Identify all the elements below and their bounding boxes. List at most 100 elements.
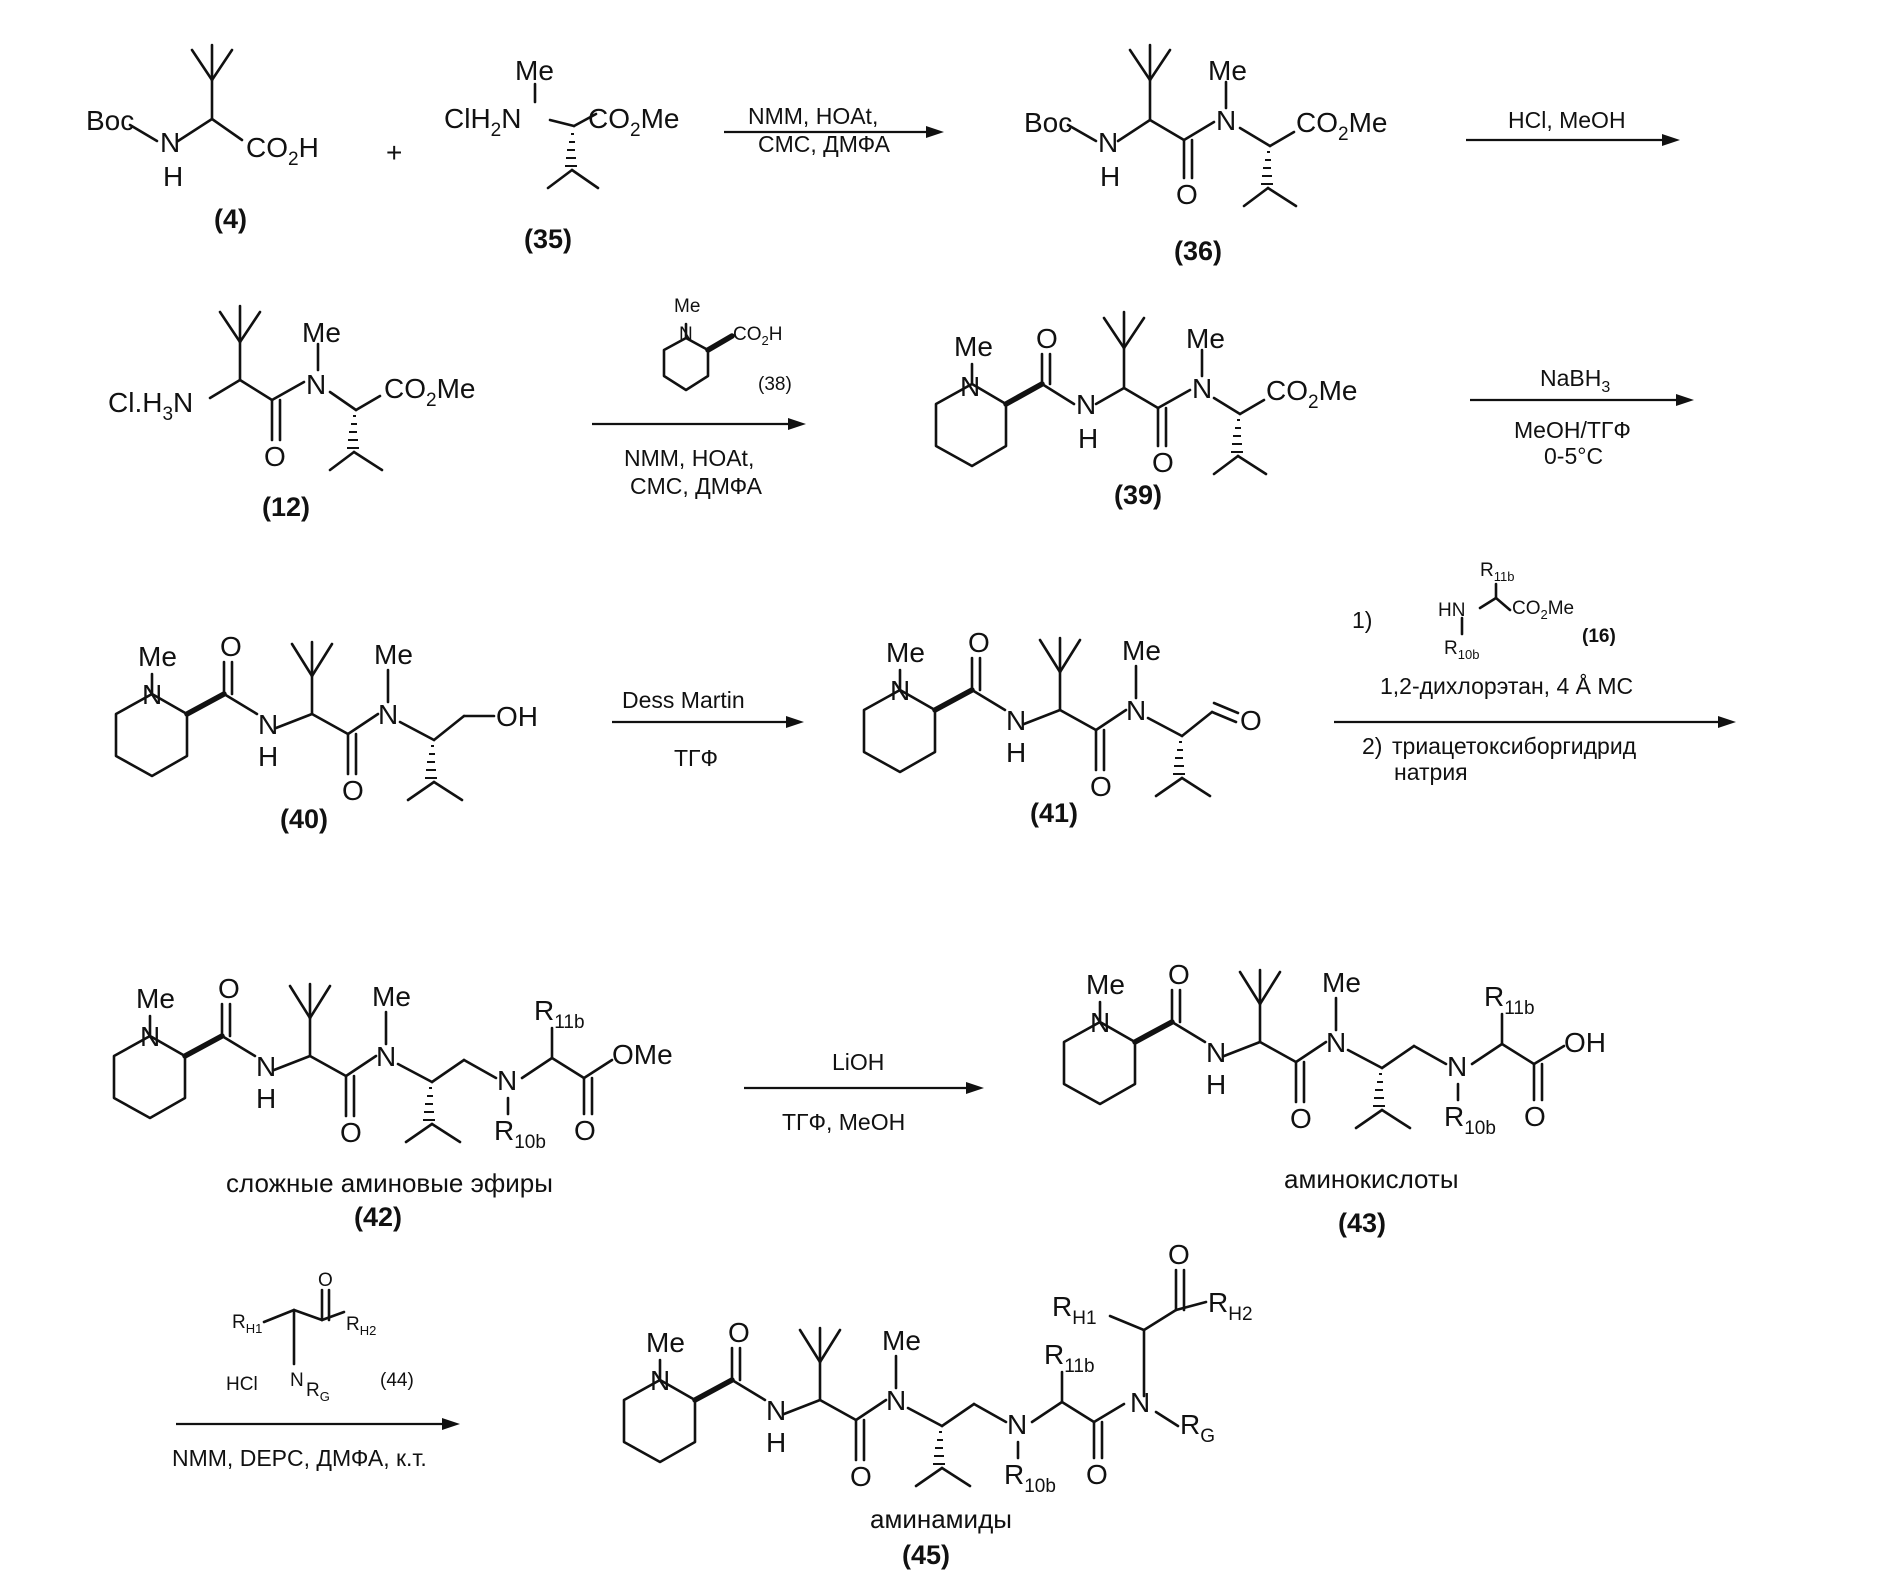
- boc-group: Boc: [1024, 107, 1072, 138]
- step-number-1: 1): [1352, 607, 1372, 633]
- amine-nitrogen: N: [497, 1065, 517, 1096]
- compound-label-38: (38): [758, 374, 792, 395]
- n-methyl: Me: [1208, 55, 1247, 86]
- n-methyl-2: Me: [1186, 323, 1225, 354]
- r11b-group: R11b: [534, 995, 585, 1033]
- compound-caption-43: аминокислоты: [1284, 1164, 1459, 1194]
- compound-39: Me N O N H O Me N CO2Me (39): [936, 312, 1357, 510]
- compound-label-41: (41): [1030, 798, 1078, 828]
- compound-caption-45: аминамиды: [870, 1504, 1012, 1534]
- n-methyl: Me: [302, 317, 341, 348]
- r10b-group: R10b: [494, 1115, 546, 1153]
- ome-group: OMe: [612, 1039, 673, 1070]
- reaction-arrow-1: NMM, HOAt, CMC, ДМФА: [724, 103, 944, 157]
- compound-label-16: (16): [1582, 626, 1616, 647]
- amine-nitrogen: N: [290, 1370, 304, 1391]
- compound-43: N R11b R10b O OH аминокислоты (43): [1064, 959, 1606, 1238]
- compound-35: Me ClH2N CO2Me (35): [444, 55, 679, 254]
- compound-38: Me N CO2H (38): [664, 296, 792, 395]
- hydroxyl-group: OH: [496, 701, 538, 732]
- r10b-group: R10b: [1444, 1101, 1496, 1139]
- nh-hydrogen: H: [1078, 423, 1098, 454]
- step-number-2: 2): [1362, 733, 1382, 759]
- amide-nitrogen: N: [1130, 1387, 1150, 1418]
- rh1-group: RH1: [1052, 1291, 1097, 1329]
- conditions-above: HCl, MeOH: [1508, 107, 1626, 133]
- acid-oxygen: O: [1524, 1101, 1546, 1132]
- conditions-line-1: 1,2-дихлорэтан, 4 Å МС: [1380, 672, 1633, 699]
- ketone-oxygen: O: [1168, 1239, 1190, 1270]
- conditions-line-2b: натрия: [1394, 759, 1468, 785]
- n-methyl: Me: [674, 296, 700, 317]
- amide-oxygen: O: [264, 441, 286, 472]
- r11b-group: R11b: [1484, 981, 1535, 1019]
- n-methyl: Me: [515, 55, 554, 86]
- amide-oxygen: O: [1086, 1459, 1108, 1490]
- conditions-below: NMM, DEPC, ДМФА, к.т.: [172, 1445, 427, 1471]
- compound-44: RH1 O RH2 HCl N RG (44): [226, 1270, 414, 1404]
- compound-4: Boc N H CO2H (4): [86, 45, 319, 234]
- ring-nitrogen: N: [960, 371, 980, 402]
- hn-group: HN: [1438, 600, 1465, 621]
- conditions-below-1: MeOH/ТГФ: [1514, 417, 1631, 443]
- amide-nitrogen: N: [1216, 105, 1236, 136]
- r10b-group: R10b: [1444, 638, 1479, 662]
- conditions-line1: NMM, HOAt,: [624, 445, 754, 471]
- conditions-line2: CMC, ДМФА: [630, 473, 763, 499]
- rh2-group: RH2: [1208, 1287, 1253, 1325]
- conditions-below-2: 0-5°C: [1544, 443, 1603, 469]
- ring-nitrogen: N: [679, 324, 693, 345]
- reaction-arrow-5: Dess Martin ТГФ: [612, 687, 804, 771]
- compound-label-35: (35): [524, 224, 572, 254]
- conditions-line-2a: триацетоксиборгидрид: [1392, 733, 1637, 759]
- nh-hydrogen: H: [163, 161, 183, 192]
- compound-label-4: (4): [214, 204, 247, 234]
- co2me-group: CO2Me: [1266, 375, 1357, 413]
- conditions-below: ТГФ: [674, 745, 718, 771]
- conditions-above: NMM, HOAt,: [748, 103, 878, 129]
- rg-group: RG: [306, 1380, 330, 1404]
- plus-sign: +: [386, 137, 402, 168]
- reaction-arrow-7: LiOH ТГФ, MeOH: [744, 1049, 984, 1135]
- clh2n-group: ClH2N: [444, 103, 521, 141]
- co2me-group: CO2Me: [1512, 598, 1574, 622]
- conditions-above: NaBH3: [1540, 365, 1610, 396]
- amine-nitrogen: N: [1007, 1409, 1027, 1440]
- conditions-above: LiOH: [832, 1049, 884, 1075]
- co2me-group: CO2Me: [1296, 107, 1387, 145]
- compound-label-42: (42): [354, 1202, 402, 1232]
- co2me-group: CO2Me: [384, 373, 475, 411]
- nh-nitrogen: N: [1098, 127, 1118, 158]
- nh-nitrogen: N: [160, 127, 180, 158]
- amide-oxygen: O: [1036, 323, 1058, 354]
- reaction-arrow-2: HCl, MeOH: [1466, 107, 1680, 146]
- hcl-salt: HCl: [226, 1374, 258, 1395]
- clh3n-group: Cl.H3N: [108, 387, 193, 425]
- compound-16: R11b HN CO2Me R10b (16): [1438, 560, 1616, 662]
- aldehyde-oxygen: O: [1240, 705, 1262, 736]
- conditions-above: Dess Martin: [622, 687, 745, 713]
- r11b-group: R11b: [1480, 560, 1514, 584]
- n-methyl: Me: [954, 331, 993, 362]
- nh-nitrogen: N: [1076, 389, 1096, 420]
- co2h-group: CO2H: [246, 132, 319, 170]
- boc-group: Boc: [86, 105, 134, 136]
- compound-label-39: (39): [1114, 480, 1162, 510]
- rh1-group: RH1: [232, 1312, 262, 1336]
- compound-42: N R11b R10b O OMe сложные аминовые эфиры…: [114, 973, 673, 1232]
- compound-36: Boc N H O Me N CO2Me (36): [1024, 45, 1387, 266]
- compound-label-40: (40): [280, 804, 328, 834]
- rg-group: RG: [1180, 1409, 1215, 1447]
- reaction-arrow-3: NMM, HOAt, CMC, ДМФА: [592, 418, 806, 499]
- compound-41: O (41): [864, 627, 1262, 828]
- amide-oxygen: O: [1176, 179, 1198, 210]
- rh2-group: RH2: [346, 1314, 376, 1338]
- compound-label-12: (12): [262, 492, 310, 522]
- ketone-oxygen: O: [318, 1270, 333, 1291]
- nh-hydrogen: H: [1100, 161, 1120, 192]
- acid-hydroxyl: OH: [1564, 1027, 1606, 1058]
- compound-45: N N R11b R10b O RH1 O RH2 RG аминамиды (…: [624, 1239, 1253, 1570]
- conditions-below: CMC, ДМФА: [758, 131, 891, 157]
- compound-label-44: (44): [380, 1370, 414, 1391]
